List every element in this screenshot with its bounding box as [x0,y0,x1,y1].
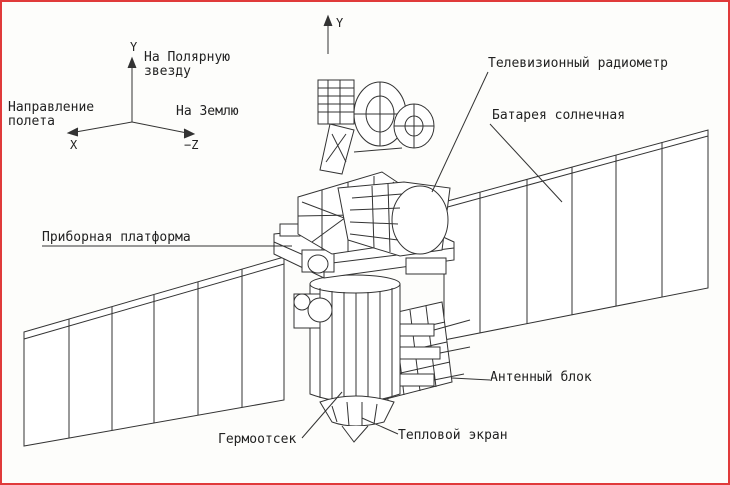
z-axis-letter: −Z [184,138,199,152]
label-solar-battery: Батарея солнечная [492,108,626,123]
z-axis-caption: На Землю [176,104,239,119]
y-axis-caption-line1: На Полярную [144,50,231,65]
label-instrument-platform: Приборная платформа [42,230,191,245]
top-y-axis-letter: Y [336,16,344,30]
heat-shield [319,395,395,443]
label-tv-radiometer: Телевизионный радиометр [488,56,669,71]
axes-diagram [66,56,196,139]
y-axis-letter: Y [130,40,138,54]
x-axis-caption-line2: полета [8,114,55,129]
label-pressure-compartment: Гермоотсек [218,432,297,447]
leader-lines [42,71,563,439]
x-axis-letter: X [70,138,78,152]
x-axis-caption-line1: Направление [8,100,95,115]
right-solar-panel [443,129,709,341]
y-axis-caption-line2: звезду [144,64,191,79]
left-solar-panel [23,256,285,447]
label-heat-shield: Тепловой экран [398,428,508,443]
tv-radiometer [337,181,451,257]
pressure-compartment-cylinder [293,274,401,403]
radiometer-dishes [317,79,435,175]
top-y-axis-arrow [323,14,333,54]
label-antenna-block: Антенный блок [490,370,592,385]
